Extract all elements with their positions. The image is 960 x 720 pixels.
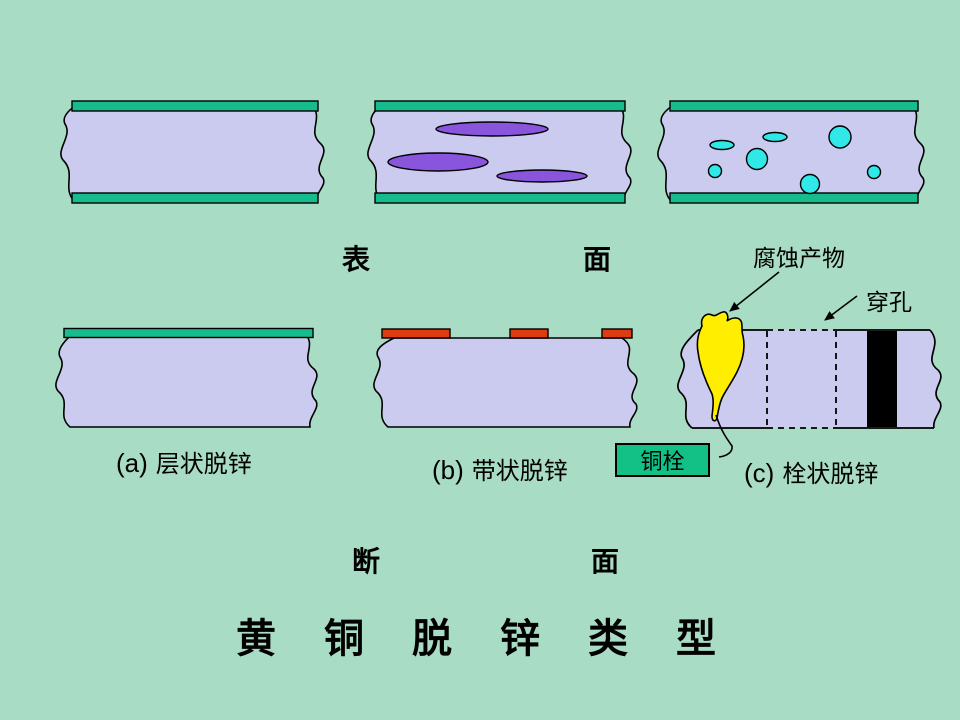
surface-view-c — [657, 100, 925, 204]
caption-c: (c) 栓状脱锌 — [744, 460, 878, 487]
corrosion-products-arrow — [729, 271, 780, 312]
dezinc-layer-top — [71, 100, 319, 112]
dezinc-band — [381, 328, 451, 339]
dezinc-layer-bottom — [71, 192, 319, 204]
perforation-region — [766, 329, 837, 429]
surface-view-a — [60, 100, 325, 204]
corrosion-product-blob — [696, 311, 745, 422]
section-row-label-right: 面 — [591, 546, 620, 577]
metal-sheet — [657, 101, 925, 203]
metal-sheet — [373, 337, 638, 428]
copper-plug-box: 铜栓 — [615, 443, 710, 477]
caption-a-name: 层状脱锌 — [155, 452, 252, 478]
plug-spot — [709, 139, 735, 151]
dezinc-band — [601, 328, 633, 339]
corrosion-products-label: 腐蚀产物 — [753, 246, 845, 271]
band-inclusion — [496, 169, 588, 183]
plug-spot — [745, 147, 769, 171]
caption-c-name: 栓状脱锌 — [782, 462, 879, 488]
caption-a-prefix: (a) — [116, 448, 148, 478]
caption-a: (a) 层状脱锌 — [116, 450, 252, 477]
metal-sheet — [55, 330, 318, 428]
caption-c-prefix: (c) — [744, 458, 775, 488]
plug-zone-black — [867, 331, 897, 427]
copper-plug-leader — [715, 414, 733, 458]
section-view-b — [373, 328, 638, 428]
dezinc-layer-top — [63, 327, 314, 339]
caption-b-prefix: (b) — [432, 455, 464, 485]
copper-plug-label: 铜栓 — [640, 449, 685, 474]
slide-title: 黄铜脱锌类型 — [236, 617, 764, 661]
band-inclusion — [387, 152, 489, 172]
dezinc-layer-bottom — [669, 192, 919, 204]
section-view-c — [677, 311, 942, 458]
caption-b-name: 带状脱锌 — [471, 459, 568, 485]
surface-row-label-left: 表 — [342, 244, 371, 275]
metal-sheet — [60, 101, 325, 203]
dezinc-layer-top — [374, 100, 626, 112]
perforation-arrow — [824, 295, 858, 321]
section-view-a — [55, 327, 318, 428]
surface-view-b — [367, 100, 632, 204]
torn-edge-right — [929, 329, 942, 429]
torn-edge-left — [677, 329, 699, 429]
section-row-label-left: 断 — [352, 546, 381, 577]
plug-spot — [799, 173, 821, 195]
dezinc-layer-bottom — [374, 192, 626, 204]
plug-spot — [707, 163, 723, 179]
surface-row-label-right: 面 — [583, 244, 612, 275]
metal-sheet — [367, 101, 632, 203]
dezinc-layer-top — [669, 100, 919, 112]
plug-spot — [828, 125, 852, 149]
plug-spot — [762, 131, 788, 143]
caption-b: (b) 带状脱锌 — [432, 457, 568, 484]
band-inclusion — [435, 121, 549, 137]
plug-spot — [866, 164, 882, 180]
perforation-label: 穿孔 — [866, 290, 912, 315]
dezinc-band — [509, 328, 549, 339]
